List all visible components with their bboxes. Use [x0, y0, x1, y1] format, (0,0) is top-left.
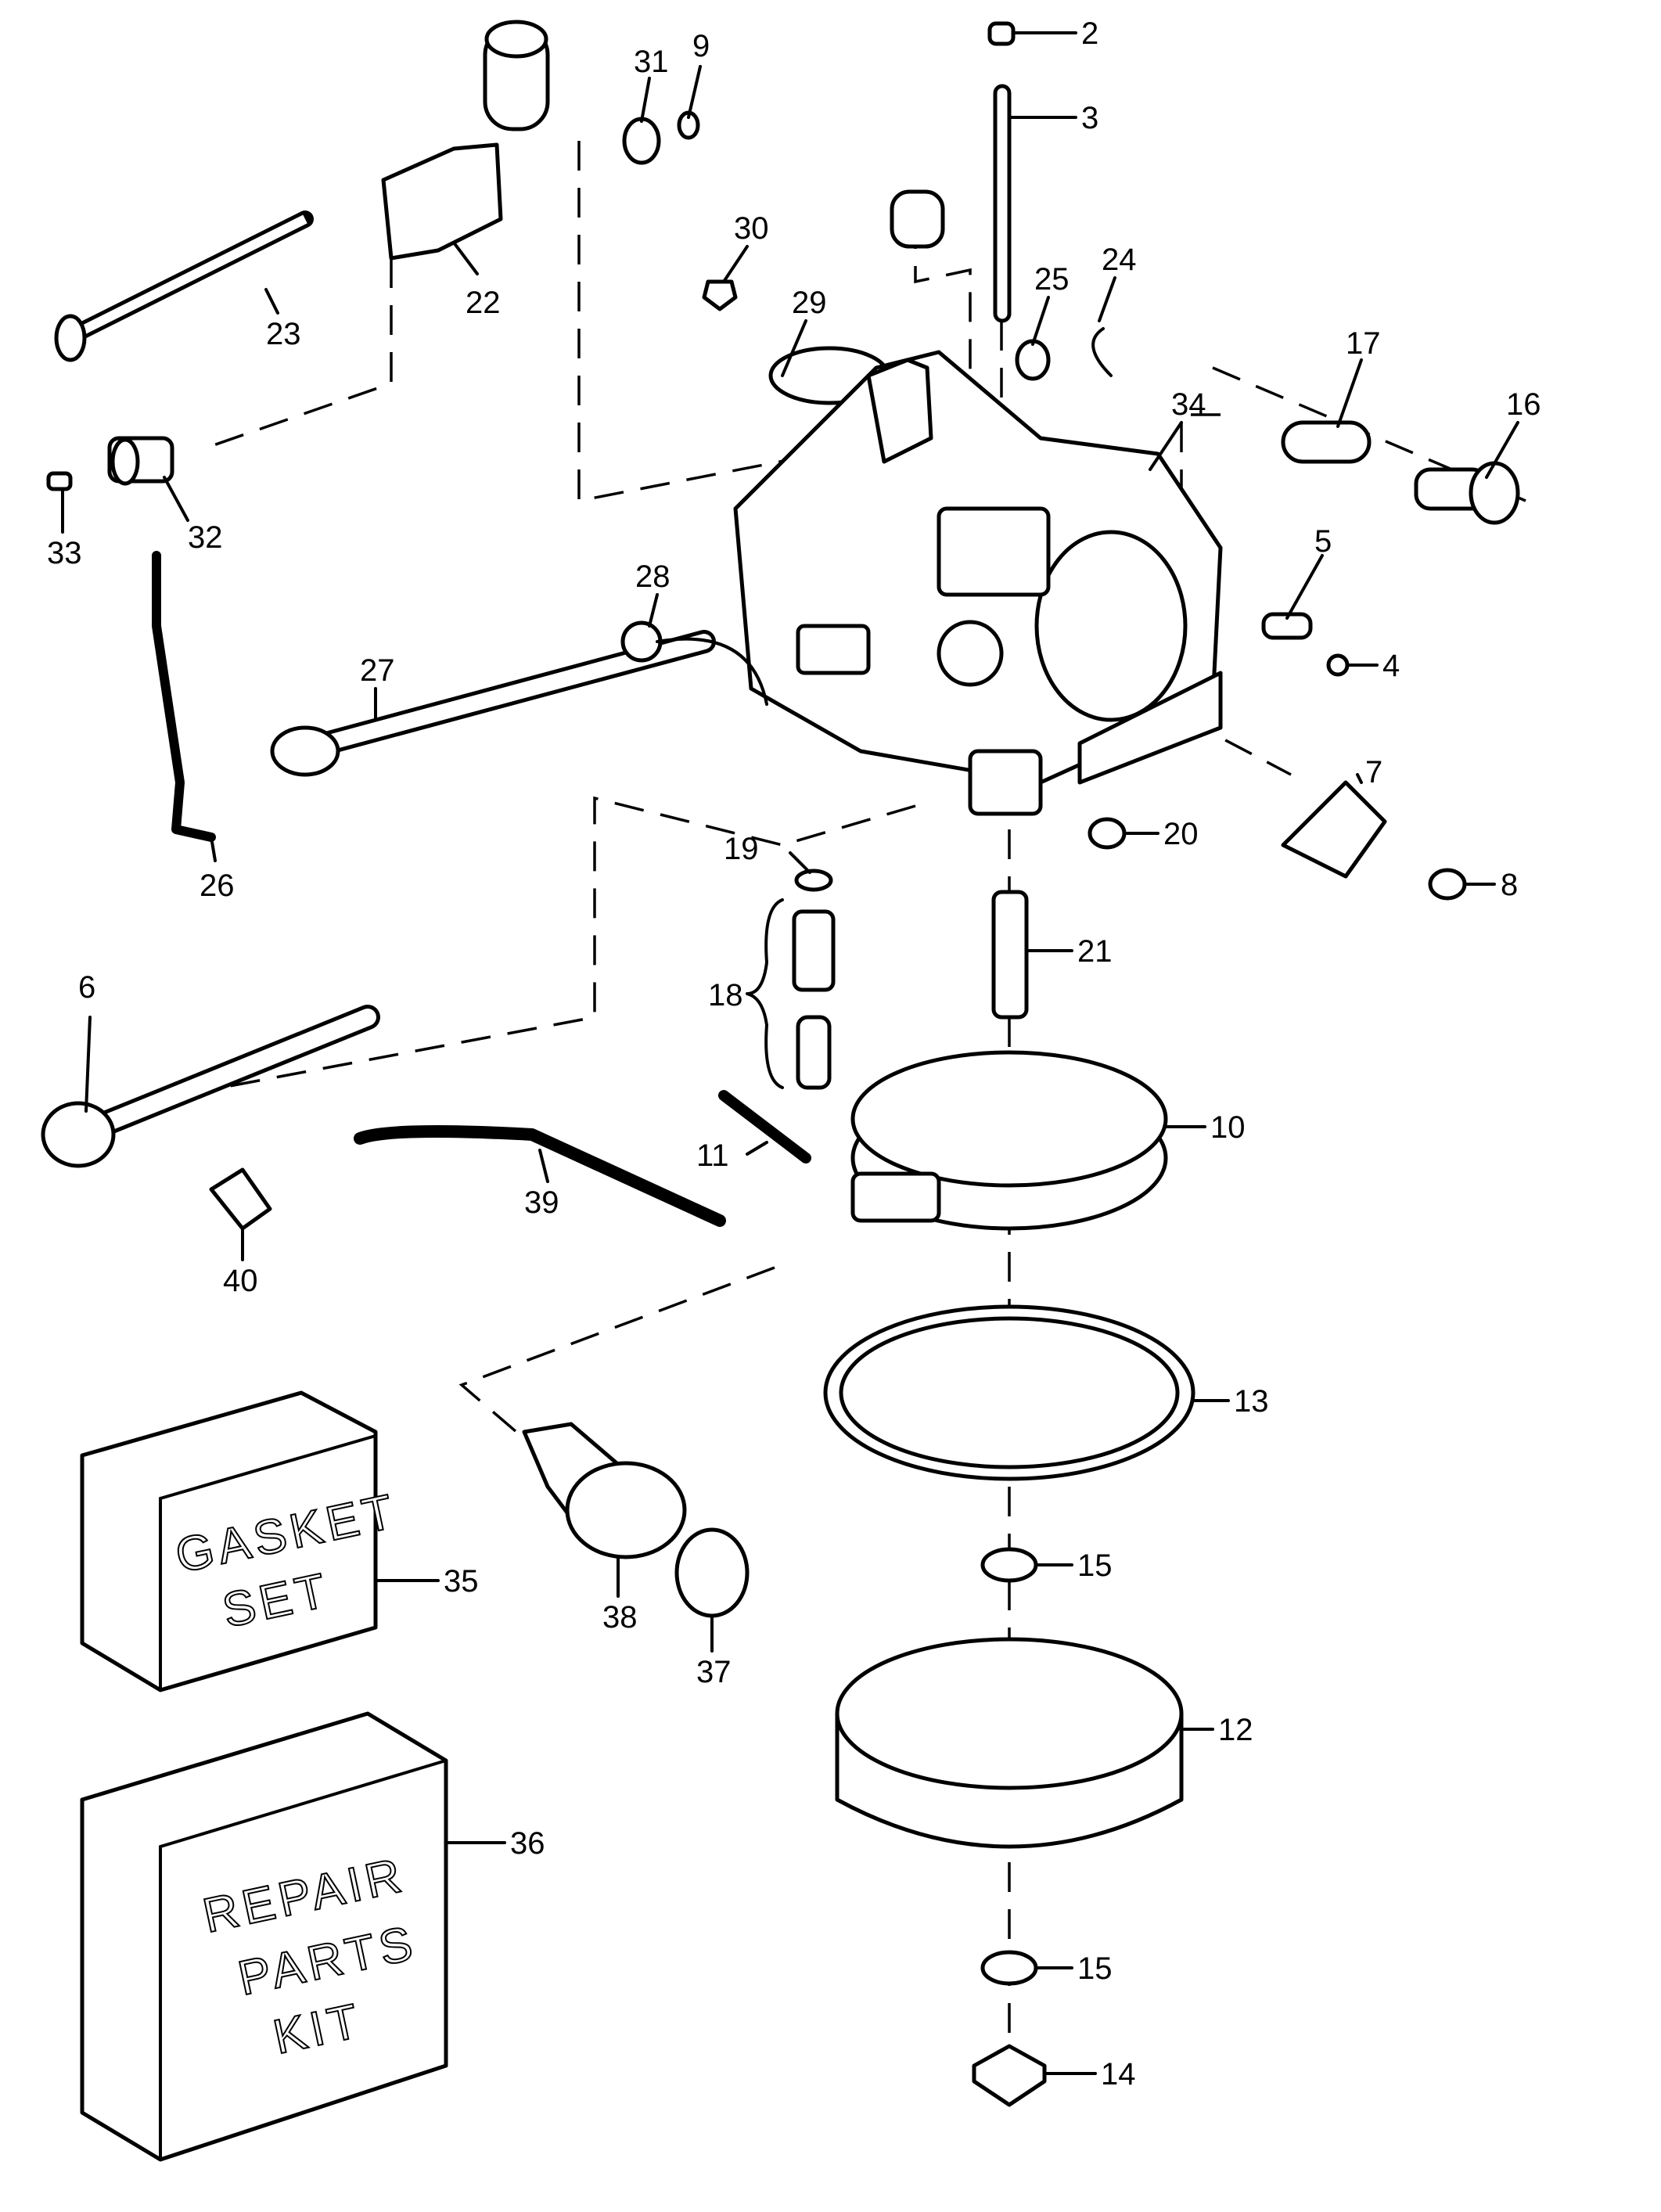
callout-labels: 2 3 4 5 6 7 8 9 10 11 12 13 14 15 15 16 … — [47, 16, 1541, 2092]
part-39-rod — [354, 1125, 726, 1227]
callout-11: 11 — [696, 1138, 729, 1173]
part-40-lever — [209, 1167, 272, 1231]
callout-28: 28 — [635, 559, 671, 594]
part-33-setscrew — [46, 471, 73, 491]
part-15-washer-upper — [980, 1547, 1038, 1583]
part-25-washer — [1015, 339, 1051, 381]
callout-31: 31 — [634, 45, 669, 79]
part-24-clip — [1091, 327, 1113, 377]
part-30-screw — [702, 279, 738, 311]
callout-34: 34 — [1171, 387, 1206, 422]
callout-15-lower: 15 — [1077, 1951, 1113, 1986]
part-38-primer-bulb — [522, 1422, 687, 1559]
part-welch-plug — [890, 189, 945, 249]
part-7-cam — [1281, 780, 1387, 879]
part-4-ball — [1326, 653, 1350, 677]
part-26-link-rod — [152, 551, 216, 842]
part-3-pin — [993, 84, 1012, 323]
part-6-throttle-shaft — [41, 1005, 380, 1168]
part-5-spring — [1261, 612, 1313, 640]
callout-26: 26 — [200, 869, 235, 903]
callout-39: 39 — [524, 1185, 559, 1220]
callout-22: 22 — [466, 286, 501, 320]
callout-23: 23 — [266, 317, 301, 351]
part-18-needle-seat — [746, 898, 836, 1090]
callout-29: 29 — [792, 286, 827, 320]
callout-18: 18 — [708, 978, 743, 1012]
callout-35: 35 — [444, 1564, 479, 1599]
callout-3: 3 — [1081, 101, 1098, 135]
callout-10: 10 — [1210, 1110, 1246, 1145]
part-34-carburetor-body — [733, 350, 1223, 816]
part-14-drain-plug — [972, 2044, 1047, 2107]
part-10-float — [850, 1050, 1168, 1231]
callout-37: 37 — [696, 1655, 732, 1689]
part-20-screw — [1088, 817, 1127, 850]
callout-32: 32 — [188, 520, 223, 555]
callout-33: 33 — [47, 536, 82, 570]
callout-40: 40 — [223, 1264, 258, 1298]
callout-5: 5 — [1314, 524, 1332, 559]
part-22-throttle-lever — [381, 20, 550, 261]
callout-36: 36 — [510, 1826, 545, 1861]
callout-17: 17 — [1346, 326, 1381, 361]
callout-8: 8 — [1501, 868, 1518, 902]
callout-6: 6 — [78, 970, 95, 1005]
callout-13: 13 — [1234, 1384, 1269, 1419]
part-21-jet — [991, 890, 1029, 1020]
callout-16: 16 — [1506, 387, 1541, 422]
callout-20: 20 — [1163, 817, 1199, 851]
part-23-shaft — [54, 210, 314, 362]
part-37-disc — [674, 1527, 750, 1618]
part-19-gasket — [794, 869, 833, 892]
part-8-screw — [1428, 868, 1467, 901]
gasket-set-box: GASKET SET — [80, 1390, 403, 1692]
callout-9: 9 — [692, 29, 710, 63]
part-15-washer-lower — [980, 1950, 1038, 1986]
callout-15-upper: 15 — [1077, 1548, 1113, 1583]
part-12-float-bowl — [835, 1637, 1184, 1849]
repair-parts-kit-box: REPAIR PARTS KIT — [80, 1711, 448, 2162]
callout-7: 7 — [1365, 755, 1382, 789]
callout-14: 14 — [1101, 2057, 1136, 2092]
callout-19: 19 — [724, 832, 759, 866]
part-28-spring — [620, 620, 768, 706]
part-32-swivel — [107, 436, 174, 486]
callout-12: 12 — [1218, 1713, 1253, 1747]
callout-30: 30 — [734, 211, 769, 246]
callout-21: 21 — [1077, 934, 1113, 969]
callout-4: 4 — [1382, 649, 1400, 683]
part-31-washer — [622, 117, 661, 165]
part-16-mixture-screw — [1414, 461, 1520, 525]
callout-25: 25 — [1034, 262, 1070, 297]
callout-27: 27 — [360, 653, 395, 688]
callout-2: 2 — [1081, 16, 1098, 51]
part-13-gasket — [823, 1304, 1195, 1481]
callout-24: 24 — [1102, 243, 1137, 277]
leader-lines — [61, 31, 1519, 2075]
callout-38: 38 — [602, 1600, 638, 1635]
part-17-spring — [1281, 420, 1372, 464]
part-2-plug — [987, 21, 1016, 46]
part-11-pin — [718, 1090, 811, 1164]
